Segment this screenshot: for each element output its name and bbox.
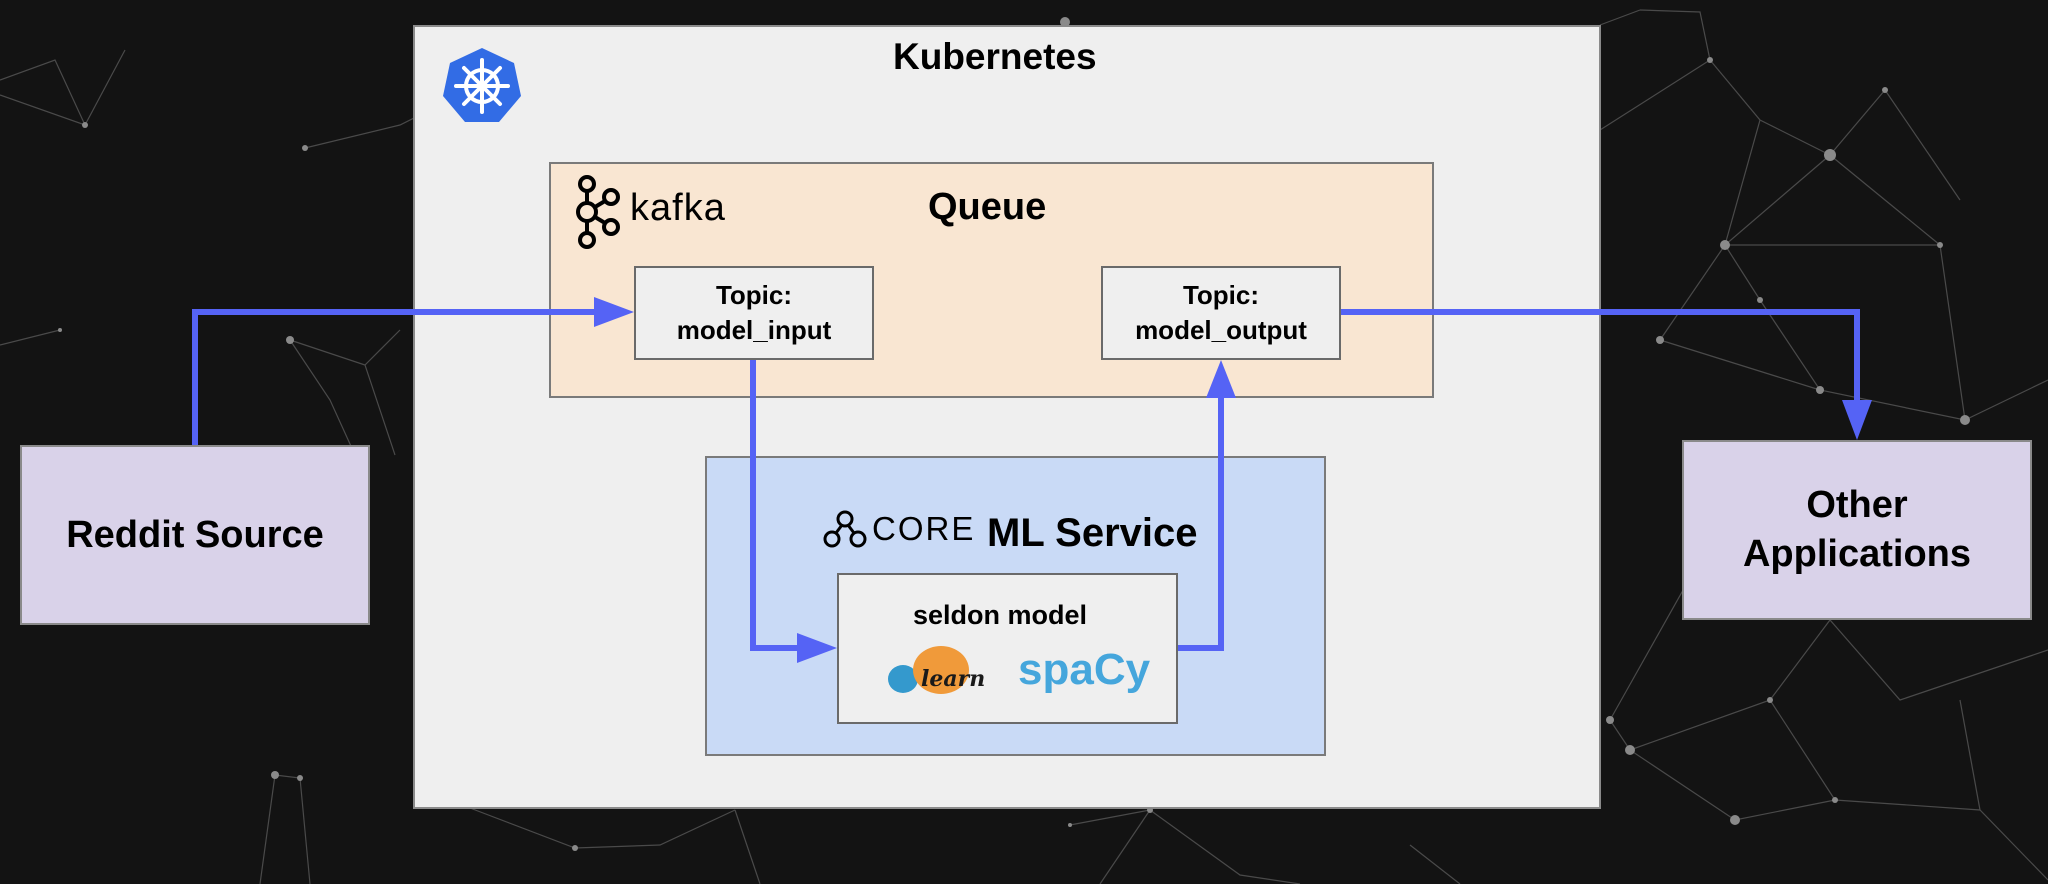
other-applications-box: Other Applications	[1682, 440, 2032, 620]
arrowhead-input	[594, 297, 634, 327]
reddit-source-box: Reddit Source	[20, 445, 370, 625]
other-applications-line2: Applications	[1742, 533, 1972, 575]
arrow-seldon-to-output	[1178, 395, 1224, 651]
seldon-core-logo-icon	[823, 510, 867, 548]
arrow-output-to-apps	[1341, 309, 1860, 405]
topic-input-name: model_input	[676, 315, 832, 345]
seldon-model-title: seldon model	[913, 600, 1088, 630]
topic-output-name: model_output	[1135, 315, 1307, 345]
topic-input-label: Topic:	[715, 280, 793, 310]
kafka-wordmark: kafka	[630, 187, 726, 229]
sklearn-wordmark: learn	[921, 666, 986, 692]
arrowhead-apps	[1842, 400, 1872, 440]
arrow-reddit-to-input	[192, 309, 600, 445]
topic-model-output: Topic: model_output	[1101, 266, 1341, 360]
kubernetes-title: Kubernetes	[893, 36, 1097, 77]
arrow-input-to-seldon	[750, 360, 800, 651]
kafka-logo-icon	[576, 175, 620, 249]
spacy-logo: spaCy	[1018, 645, 1151, 694]
reddit-source-label: Reddit Source	[66, 513, 324, 556]
sklearn-logo-icon	[888, 646, 969, 694]
kubernetes-logo-icon	[443, 48, 521, 122]
arrowhead-seldon	[797, 633, 837, 663]
topic-output-label: Topic:	[1182, 280, 1260, 310]
seldon-core-wordmark: CORE	[872, 510, 976, 547]
ml-service-title: ML Service	[987, 511, 1198, 555]
seldon-model-box	[837, 573, 1178, 724]
queue-title: Queue	[928, 186, 1047, 228]
arrowhead-output	[1206, 360, 1236, 398]
topic-model-input: Topic: model_input	[634, 266, 874, 360]
other-applications-line1: Other	[1806, 484, 1908, 526]
